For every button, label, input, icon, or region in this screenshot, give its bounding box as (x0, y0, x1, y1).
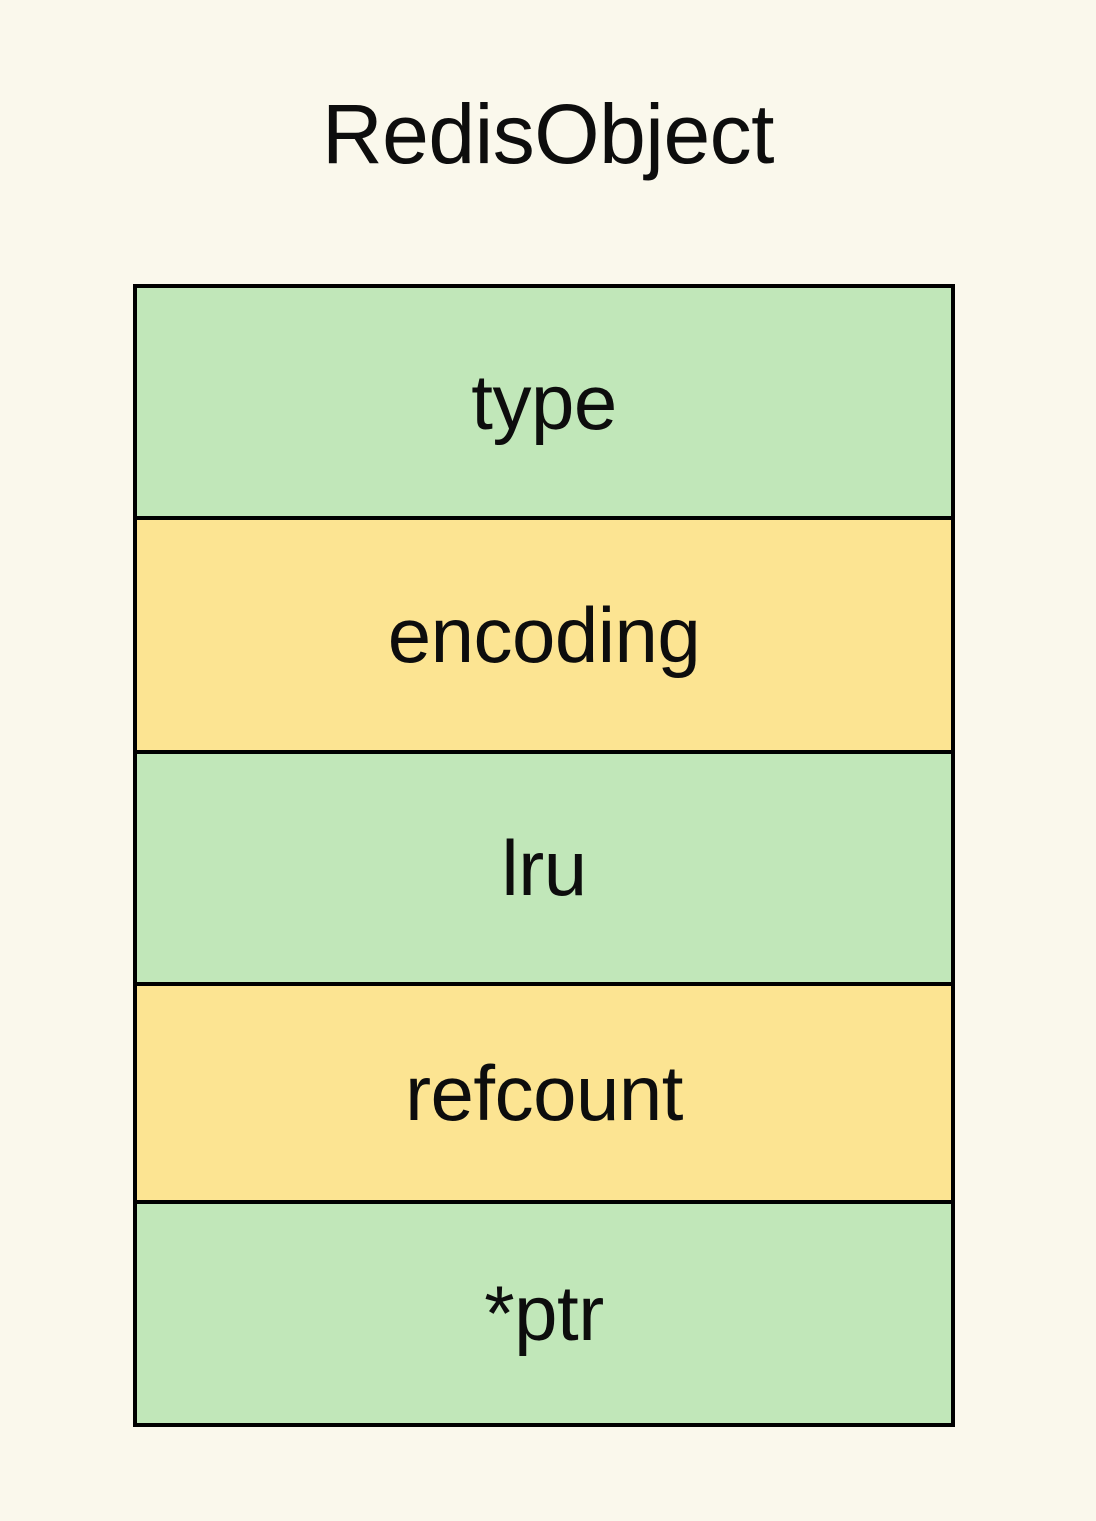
struct-field-encoding: encoding (137, 520, 951, 754)
page-title: RedisObject (321, 87, 775, 181)
struct-field-ptr: *ptr (137, 1203, 951, 1424)
struct-field-label: refcount (405, 1048, 683, 1137)
struct-field-label: *ptr (484, 1269, 604, 1358)
struct-field-label: type (471, 358, 617, 447)
struct-field-type: type (137, 288, 951, 521)
redisobject-struct-box: type encoding lru refcount *ptr (133, 284, 955, 1427)
struct-field-label: lru (501, 823, 587, 912)
struct-field-lru: lru (137, 753, 951, 987)
struct-field-label: encoding (387, 591, 701, 680)
struct-field-refcount: refcount (137, 986, 951, 1204)
